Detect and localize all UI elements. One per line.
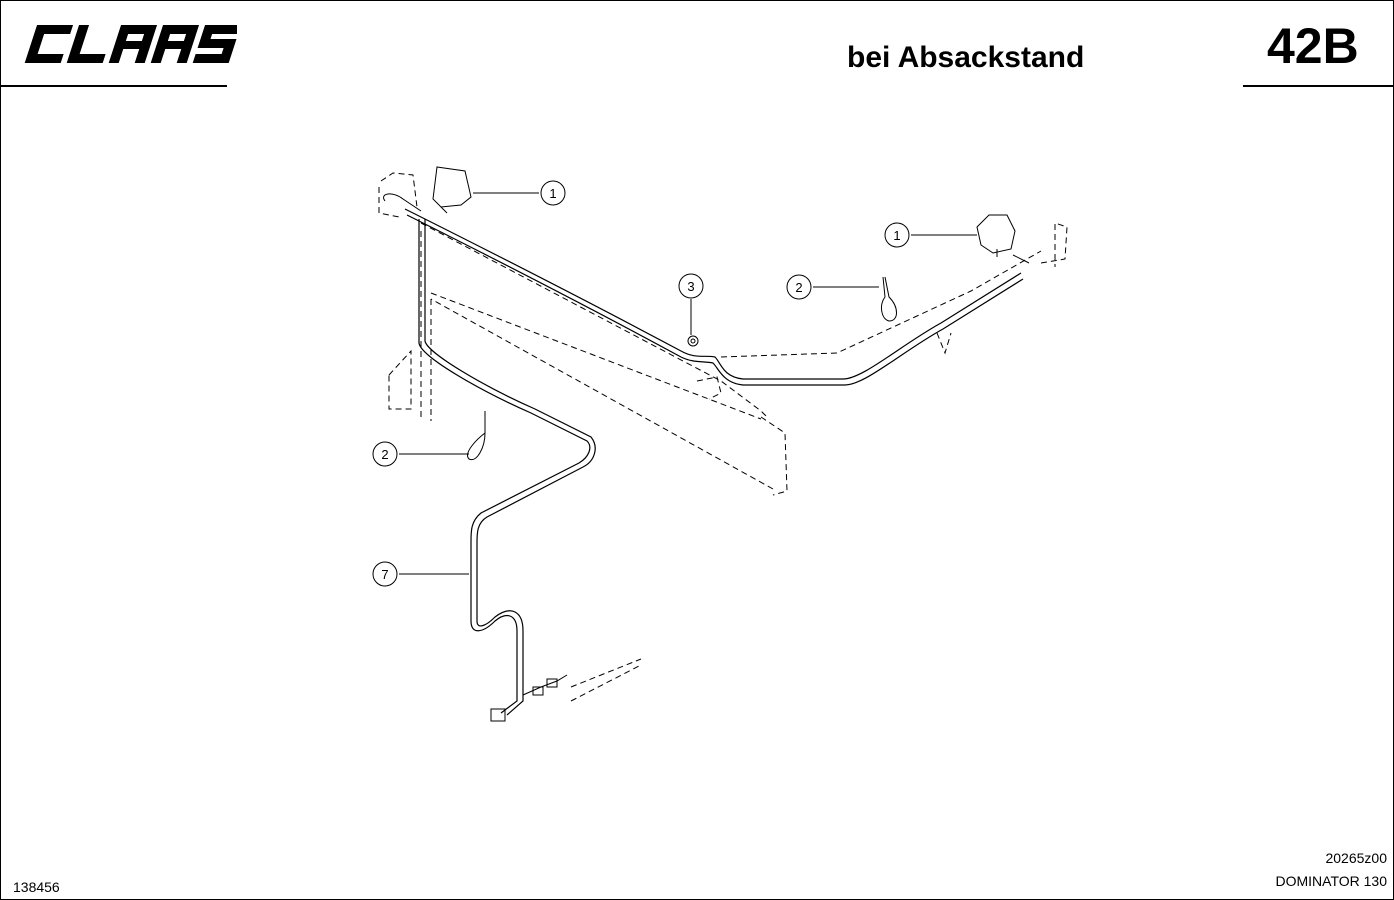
callout-label: 2 xyxy=(795,280,802,295)
callout-2-right: 2 xyxy=(786,274,812,300)
callout-3: 3 xyxy=(678,273,704,299)
callout-label: 1 xyxy=(549,186,556,201)
work-lamp-left xyxy=(383,166,472,214)
callout-2-left: 2 xyxy=(372,441,398,467)
cable-tie-right xyxy=(881,276,897,322)
work-lamp-right xyxy=(976,214,1030,264)
document-number: 138456 xyxy=(13,879,60,895)
harness-connectors xyxy=(490,674,568,722)
cable-harness-upper xyxy=(404,208,1024,386)
page-code: 42B xyxy=(1267,18,1359,74)
header-rule-left xyxy=(1,85,227,87)
cable-harness-lower xyxy=(418,219,596,716)
callout-1-right: 1 xyxy=(884,222,910,248)
callout-label: 2 xyxy=(381,447,388,462)
frame-outline xyxy=(378,172,1068,702)
header-rule-right xyxy=(1243,85,1393,87)
callout-label: 1 xyxy=(893,228,900,243)
model-name: DOMINATOR 130 xyxy=(1275,873,1387,889)
page-title: bei Absackstand xyxy=(847,41,1085,74)
callout-7: 7 xyxy=(372,561,398,587)
callout-label: 7 xyxy=(381,567,388,582)
callout-1-left: 1 xyxy=(540,180,566,206)
cable-tie-left xyxy=(467,411,486,461)
callout-label: 3 xyxy=(687,279,694,294)
drawing-number: 20265z00 xyxy=(1325,850,1387,866)
nut-part xyxy=(687,335,699,347)
leader-lines xyxy=(399,192,977,575)
claas-logo xyxy=(24,25,237,63)
